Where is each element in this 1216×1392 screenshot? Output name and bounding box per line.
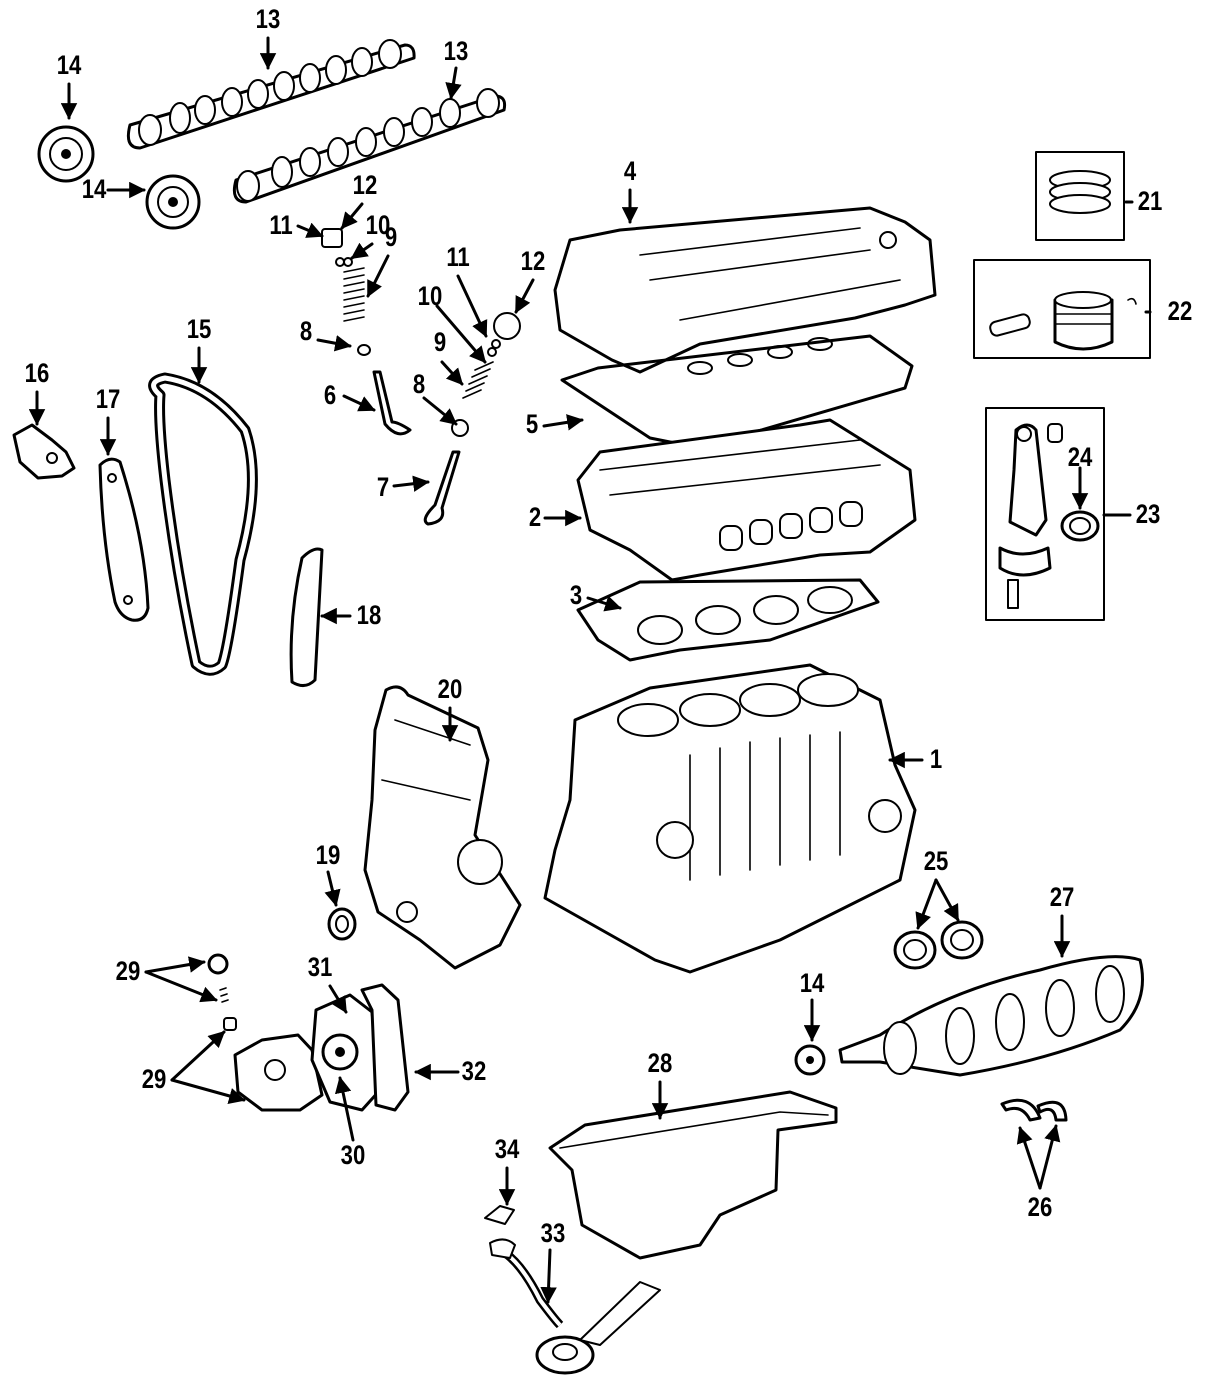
callout-12-left: 12	[353, 171, 378, 201]
leader-lines	[28, 36, 1152, 1304]
callout-19: 19	[316, 841, 341, 871]
callout-13-right: 13	[444, 37, 469, 67]
callout-9-right: 9	[434, 328, 446, 358]
valve-train-left	[321, 228, 412, 436]
valve-cover	[553, 206, 937, 375]
chain-guide-left	[98, 457, 150, 622]
callout-14-lower: 14	[82, 175, 107, 205]
callout-6: 6	[324, 381, 336, 411]
main-bearings	[893, 920, 984, 970]
chain-guide-right	[289, 547, 324, 687]
crank-sprocket	[794, 1044, 826, 1076]
callout-23: 23	[1136, 500, 1161, 530]
callout-5: 5	[526, 410, 539, 440]
callout-10-right: 10	[418, 282, 443, 312]
callout-28: 28	[648, 1049, 673, 1079]
crankshaft	[838, 955, 1144, 1077]
piston-rings-box	[1035, 151, 1125, 241]
valve-cover-gasket	[560, 334, 914, 450]
callout-25: 25	[924, 847, 949, 877]
valve-train-right	[423, 312, 521, 526]
relief-valve-parts	[207, 953, 237, 1031]
callout-20: 20	[438, 675, 463, 705]
chain-tensioner	[12, 423, 76, 480]
callout-4: 4	[624, 157, 637, 187]
callout-8-right: 8	[413, 370, 425, 400]
callout-18: 18	[357, 601, 382, 631]
callout-22: 22	[1168, 297, 1193, 327]
oil-pan	[548, 1090, 838, 1260]
callout-14-upper: 14	[57, 51, 82, 81]
callout-29-upper: 29	[116, 957, 141, 987]
cam-sprocket-upper	[37, 125, 95, 183]
callout-12-right: 12	[521, 247, 546, 277]
callout-34: 34	[495, 1135, 520, 1165]
crank-seal	[327, 907, 357, 941]
callout-32: 32	[462, 1057, 487, 1087]
callout-10-left: 10	[366, 211, 391, 241]
callout-14-crank: 14	[800, 969, 825, 999]
callout-11-right: 11	[446, 243, 470, 273]
callout-16: 16	[25, 359, 50, 389]
oil-strainer-gasket	[484, 1205, 515, 1225]
callout-13-left: 13	[256, 5, 281, 35]
rod-bearing	[1060, 510, 1100, 542]
callout-27: 27	[1050, 883, 1075, 913]
camshaft-lower	[232, 88, 507, 204]
cylinder-block	[543, 663, 917, 974]
camshaft-upper	[126, 39, 416, 150]
callout-21: 21	[1138, 187, 1163, 217]
oil-pickup	[489, 1238, 661, 1375]
callout-33: 33	[541, 1219, 566, 1249]
callout-9-left: 9	[385, 223, 397, 253]
callout-31: 31	[308, 953, 333, 983]
thrust-washers	[1000, 1098, 1068, 1122]
timing-cover	[363, 685, 522, 970]
callout-11-left: 11	[269, 211, 293, 241]
callout-24: 24	[1068, 443, 1093, 473]
callout-7: 7	[377, 473, 389, 503]
cam-sprocket-lower	[145, 174, 201, 230]
cylinder-head	[576, 418, 917, 582]
callout-8-left: 8	[300, 317, 312, 347]
callout-labels: 1 2 3 4 5 6 7 8 8 9 9 10 10 11 11 12 12 …	[25, 5, 1193, 1249]
callout-17: 17	[96, 385, 121, 415]
callout-29-lower: 29	[142, 1065, 167, 1095]
timing-chain	[148, 372, 258, 676]
oil-pump	[233, 983, 410, 1112]
callout-15: 15	[187, 315, 212, 345]
callout-3: 3	[570, 581, 582, 611]
callout-1: 1	[930, 745, 943, 775]
callout-2: 2	[529, 503, 541, 533]
head-gasket	[576, 578, 880, 662]
callout-30: 30	[341, 1141, 366, 1171]
callout-26: 26	[1028, 1193, 1053, 1223]
piston-box	[973, 259, 1151, 359]
